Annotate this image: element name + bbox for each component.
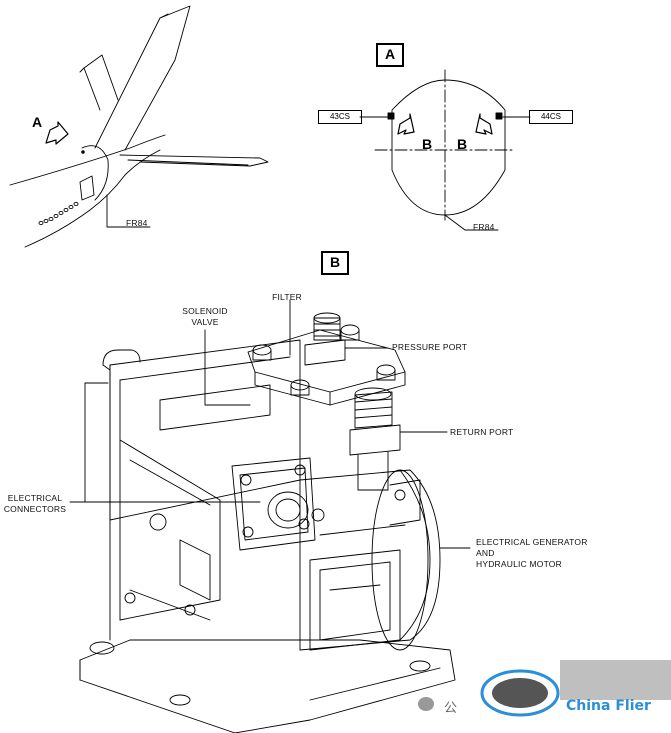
view-a-pointer-letter: A: [32, 114, 43, 130]
label-pressure-port: PRESSURE PORT: [392, 342, 468, 352]
tag-43cs: 43CS: [318, 110, 362, 124]
watermark-cn-text: 公: [444, 701, 458, 716]
view-b-box-label: B: [321, 251, 349, 275]
label-filter: FILTER: [272, 292, 302, 302]
watermark-logo: [480, 660, 671, 717]
label-electrical-connectors-line2: CONNECTORS: [3, 504, 67, 514]
wechat-icon: [418, 697, 434, 711]
watermark-en-text: China Flier: [566, 698, 651, 714]
arrow-b-left-label: B: [422, 136, 433, 152]
aircraft-tail-illustration: [9, 5, 269, 248]
label-generator-line3: HYDRAULIC MOTOR: [476, 559, 562, 569]
frame-label-fr84-detail: FR84: [473, 222, 495, 232]
label-generator-line2: AND: [476, 548, 495, 558]
hydraulic-generator-assembly: [69, 299, 471, 733]
label-solenoid-line1: SOLENOID: [182, 306, 228, 316]
label-return-port: RETURN PORT: [450, 427, 514, 437]
label-electrical-connectors-line1: ELECTRICAL: [7, 493, 63, 503]
tag-44cs: 44CS: [529, 110, 573, 124]
frame-label-fr84: FR84: [126, 218, 148, 228]
view-a-box-label: A: [376, 43, 404, 67]
arrow-b-right-label: B: [457, 136, 468, 152]
section-view-a: [359, 69, 531, 231]
label-solenoid-line2: VALVE: [191, 317, 219, 327]
label-generator-line1: ELECTRICAL GENERATOR: [476, 537, 588, 547]
